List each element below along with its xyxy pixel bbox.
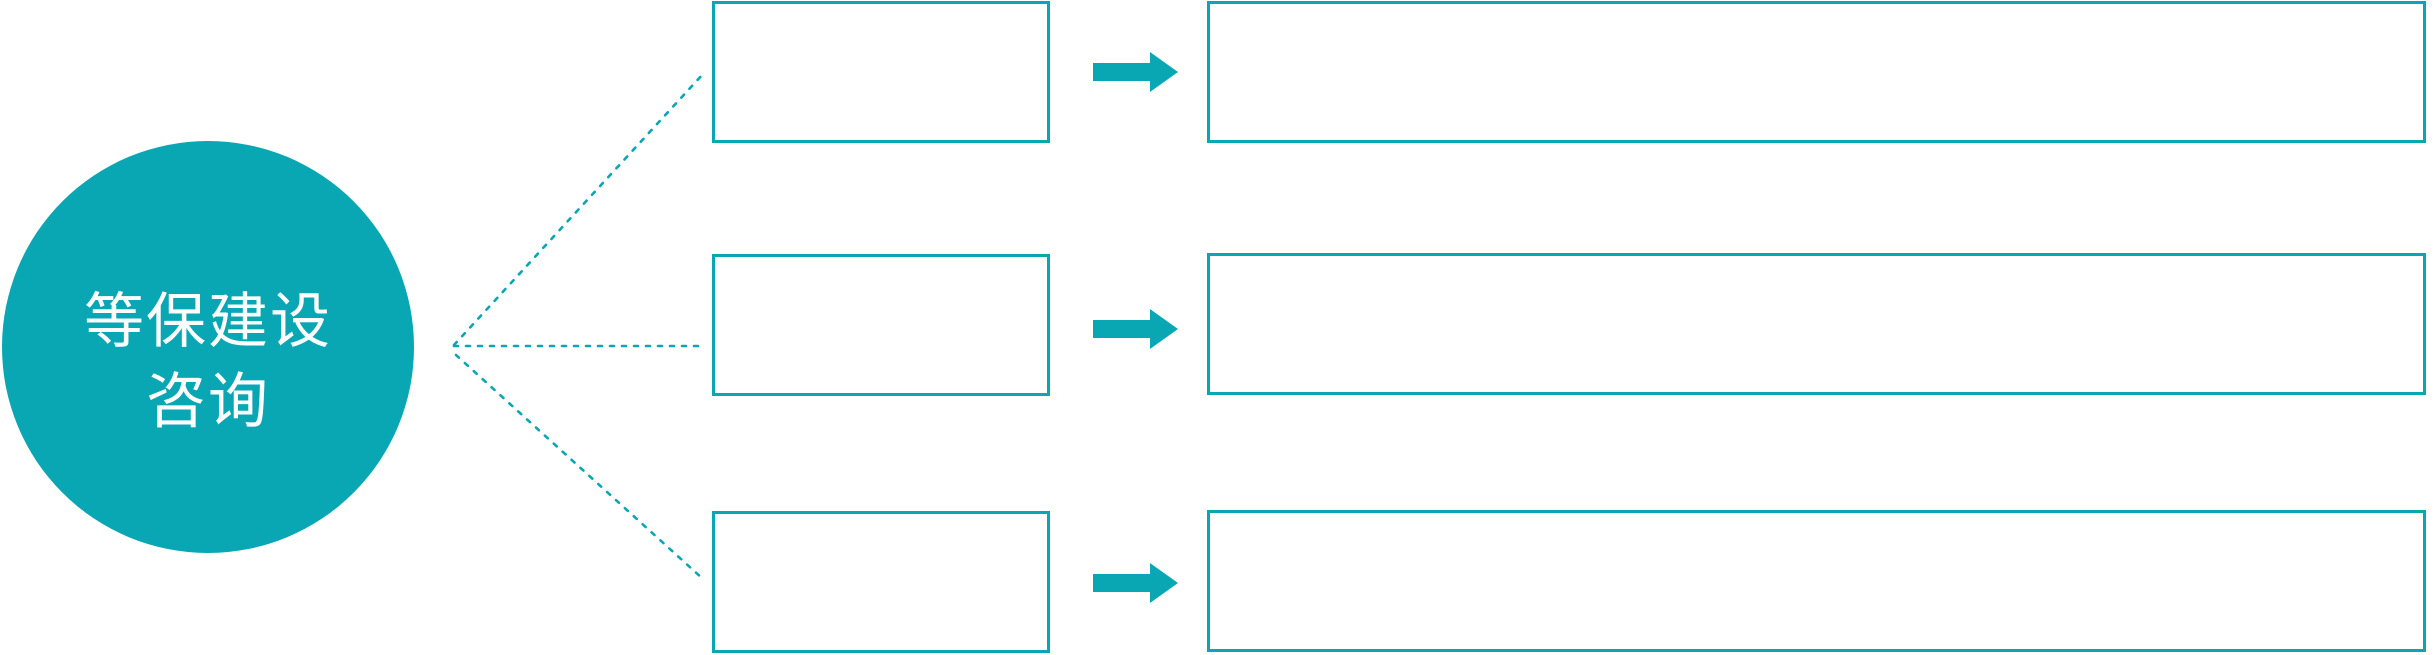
- arrow-right-icon: [1093, 52, 1178, 92]
- dotted-connector-bottom: [454, 353, 705, 581]
- category-box-3: [712, 511, 1050, 653]
- detail-box-2: [1207, 253, 2426, 395]
- hub-circle: 等保建设 咨询: [2, 141, 414, 553]
- dotted-connector-top: [452, 72, 705, 347]
- hub-label-line2: 咨询: [146, 368, 270, 435]
- detail-box-3: [1207, 510, 2426, 652]
- category-box-2: [712, 254, 1050, 396]
- detail-box-1: [1207, 1, 2426, 143]
- arrow-right-icon: [1093, 563, 1178, 603]
- hub-label-line1: 等保建设: [84, 288, 332, 355]
- arrow-right-icon: [1093, 309, 1178, 349]
- category-box-1: [712, 1, 1050, 143]
